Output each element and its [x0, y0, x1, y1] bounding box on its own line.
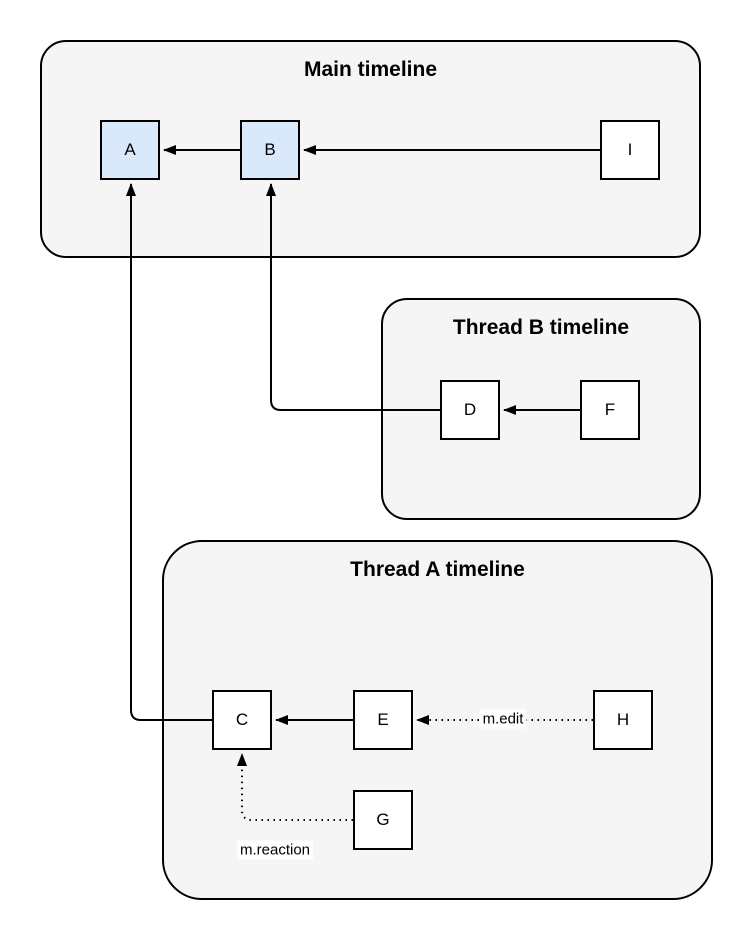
node-b-label: B [264, 140, 276, 159]
node-a-label: A [124, 140, 136, 159]
node-b: B [240, 120, 300, 180]
container-thread-b-timeline: Thread B timeline [381, 298, 701, 520]
node-i: I [600, 120, 660, 180]
node-c: C [212, 690, 272, 750]
container-title-thread-b-timeline: Thread B timeline [452, 316, 630, 339]
container-title-thread-a-timeline: Thread A timeline [350, 558, 525, 581]
node-f-label: F [604, 400, 616, 419]
edge-label-m-edit: m.edit [479, 709, 527, 729]
node-i-label: I [627, 140, 633, 159]
edge-label-m-reaction: m.reaction [236, 840, 314, 860]
node-e: E [353, 690, 413, 750]
node-d-label: D [463, 400, 477, 419]
node-g-label: G [376, 810, 390, 829]
node-f: F [580, 380, 640, 440]
node-d: D [440, 380, 500, 440]
container-title-main-timeline: Main timeline [303, 58, 438, 81]
node-c-label: C [235, 710, 249, 729]
node-h: H [593, 690, 653, 750]
node-g: G [353, 790, 413, 850]
node-h-label: H [616, 710, 630, 729]
node-e-label: E [377, 710, 389, 729]
node-a: A [100, 120, 160, 180]
